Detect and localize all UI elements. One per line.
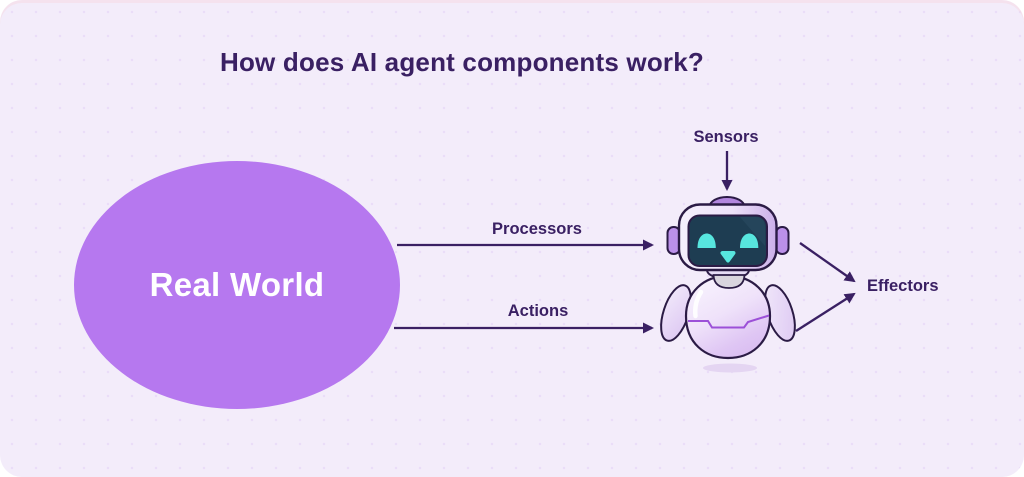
page-title: How does AI agent components work?: [220, 47, 704, 77]
robot-collar: [712, 274, 746, 289]
robot-belt-line: [688, 314, 770, 329]
robot-mouth: [720, 251, 736, 263]
diagram-arrows: [394, 151, 856, 334]
robot-screen-sheen: [740, 217, 765, 246]
effectors-arrow-upper: [799, 242, 856, 283]
robot-body: [684, 274, 772, 360]
robot-body-highlight: [693, 289, 704, 319]
robot-shadow: [703, 363, 757, 373]
effectors-arrow-lower: [795, 292, 856, 332]
ai-agent-robot-illustration: [660, 196, 796, 373]
processors-label: Processors: [492, 220, 582, 238]
robot-right-ear: [775, 226, 790, 255]
sensors-label: Sensors: [693, 128, 759, 146]
effectors-label: Effectors: [867, 277, 939, 295]
robot-right-eye: [740, 233, 759, 248]
robot-left-eye: [697, 233, 716, 248]
real-world-node-label: Real World: [149, 266, 325, 303]
actions-label: Actions: [507, 302, 569, 320]
robot-face-screen: [687, 214, 768, 267]
real-world-ellipse: [74, 161, 400, 409]
